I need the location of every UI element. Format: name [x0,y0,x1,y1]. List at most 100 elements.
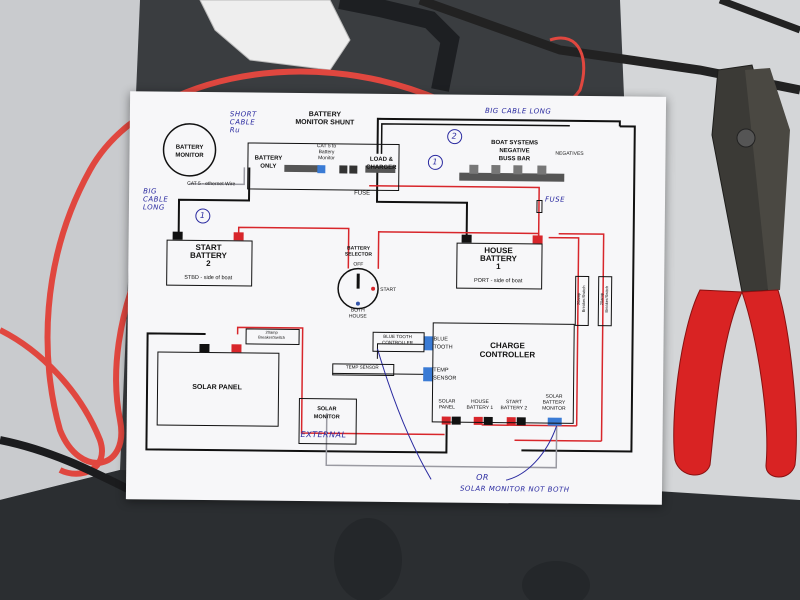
breaker-3-label: 20amp Breaker/Switch [598,285,610,313]
wire-red-fuse [369,184,540,241]
start-battery-label: START BATTERY 2 [189,242,227,269]
temp-sensor-label: TEMP SENSOR [433,367,457,382]
buss-terminal-1 [469,164,479,174]
black-cable-corner [718,0,800,34]
buss-terminal-3 [513,165,523,175]
shunt-bar-left [284,164,320,173]
solar-panel-label: SOLAR PANEL [192,383,242,392]
wire-red-house-breaker [548,236,580,426]
pen-line-bt [376,348,432,480]
buss-bar-label: BOAT SYSTEMS NEGATIVE BUSS BAR [491,139,539,163]
hand-or-note: OR [476,472,490,482]
wiring-diagram-paper: BATTERY MONITOR CAT 5 - ethernet Wire BA… [125,91,667,505]
wiring-lines [145,117,636,481]
pliers-pivot [736,128,756,148]
wire-red-start-pos [237,226,350,269]
selector-start-dot [371,286,376,291]
start-battery-sub: STBD - side of boat [184,274,233,282]
wire-red-solar [236,326,445,436]
wire-red-start-term [514,439,602,442]
bt-port [423,336,434,351]
hand-circle-2: 2 [451,131,458,141]
negatives-label: NEGATIVES [555,150,584,157]
wire-gray-solar-monitor [325,413,558,469]
selector-both-dot [355,301,360,306]
pliers-jaw-side [745,68,790,290]
cc-house-pos [473,416,483,425]
shunt-bar-right [365,165,396,173]
temp-sensor-box-label: TEMP SENSOR [345,364,379,370]
pen-line-monitor [505,425,558,481]
hand-big-cable-long-2: BIG CABLE LONG [142,187,169,212]
hand-solar-monitor-note: SOLAR MONITOR NOT BOTH [459,484,570,494]
cc-start-pos [506,417,516,426]
black-cable-bottom [0,436,132,494]
wire-black-bussbar [376,117,621,154]
blue-tooth-label: BLUE TOOTH [433,336,453,351]
wire-black-solar [145,332,448,454]
shunt-fuse-2 [349,165,358,174]
wire-gray-cat5 [189,167,246,186]
start-pos-terminal [233,232,244,241]
cc-start-neg [516,417,526,426]
term-house-battery: HOUSE BATTERY 1 [466,398,494,412]
wire-stripper-pliers [673,64,797,478]
cc-monitor-port [547,417,562,426]
buss-terminal-4 [537,165,547,175]
deck-left-surface [0,0,140,500]
shoe-right [522,561,590,600]
hand-fuse: FUSE [544,195,566,204]
term-start-battery: START BATTERY 2 [500,399,528,412]
cc-solar-pos [441,416,451,425]
temp-port [423,367,434,382]
hand-circle-1: 1 [199,210,206,220]
circle-mark-3 [427,154,443,170]
cat5-to-monitor-label: CAT 5 to Battery Monitor [316,143,337,162]
wire-black-outer [521,125,636,453]
house-battery-sub: PORT - side of boat [473,277,523,285]
wire-red-start-breaker [558,232,605,442]
buss-bar [459,172,565,182]
house-pos-terminal [532,235,543,244]
pliers-handle-right [741,289,797,478]
solar-pos-terminal [231,344,242,353]
shunt-fuse-1 [339,165,348,174]
selector-off-label: OFF [353,261,364,268]
inline-fuse [536,199,543,214]
wire-bt [376,343,428,359]
term-solar-battery-monitor: SOLAR BATTERY MONITOR [542,393,566,412]
fuse-label: FUSE [354,190,371,197]
wire-red-house-term [481,424,577,427]
black-cable-top [338,0,460,92]
cc-solar-neg [451,416,461,425]
battery-monitor-label: BATTERY MONITOR [175,144,204,159]
wire-black-start-neg [177,167,251,237]
hand-external: EXTERNAL [300,430,347,440]
charge-controller-label: CHARGE CONTROLLER [479,340,536,360]
circle-mark-2 [447,129,463,145]
cat5-label: CAT 5 - ethernet Wire [187,180,236,188]
shunt-cat5-port [317,165,326,174]
solar-monitor-label: SOLAR MONITOR [313,406,340,421]
shoe-left [334,518,402,600]
start-neg-terminal [172,231,183,240]
breaker-1-label: 20amp Breaker/Switch [258,329,286,340]
term-solar-panel: SOLAR PANEL [438,398,456,411]
house-neg-terminal [461,234,472,243]
solar-neg-terminal [199,343,210,353]
battery-monitor-circle [162,123,217,177]
hand-big-cable-long-1: BIG CABLE LONG [484,106,552,116]
circle-mark-1 [195,208,211,224]
house-battery-label: HOUSE BATTERY 1 [479,245,517,272]
hand-short-cable: SHORT CABLE Ru [229,110,257,135]
bt-controller-label: BLUE TOOTH CONTROLLER [382,333,413,345]
selector-both-house-label: BOTH HOUSE [348,307,367,320]
shunt-title: BATTERY MONITOR SHUNT [295,111,355,127]
red-cable-loop [44,68,442,466]
selector-start-label: START [380,286,397,293]
battery-selector-label: BATTERY SELECTOR [344,245,373,258]
red-cable-left [0,327,105,477]
load-charger-label: LOAD & CHARGER [366,156,397,171]
cc-house-neg [483,416,493,426]
